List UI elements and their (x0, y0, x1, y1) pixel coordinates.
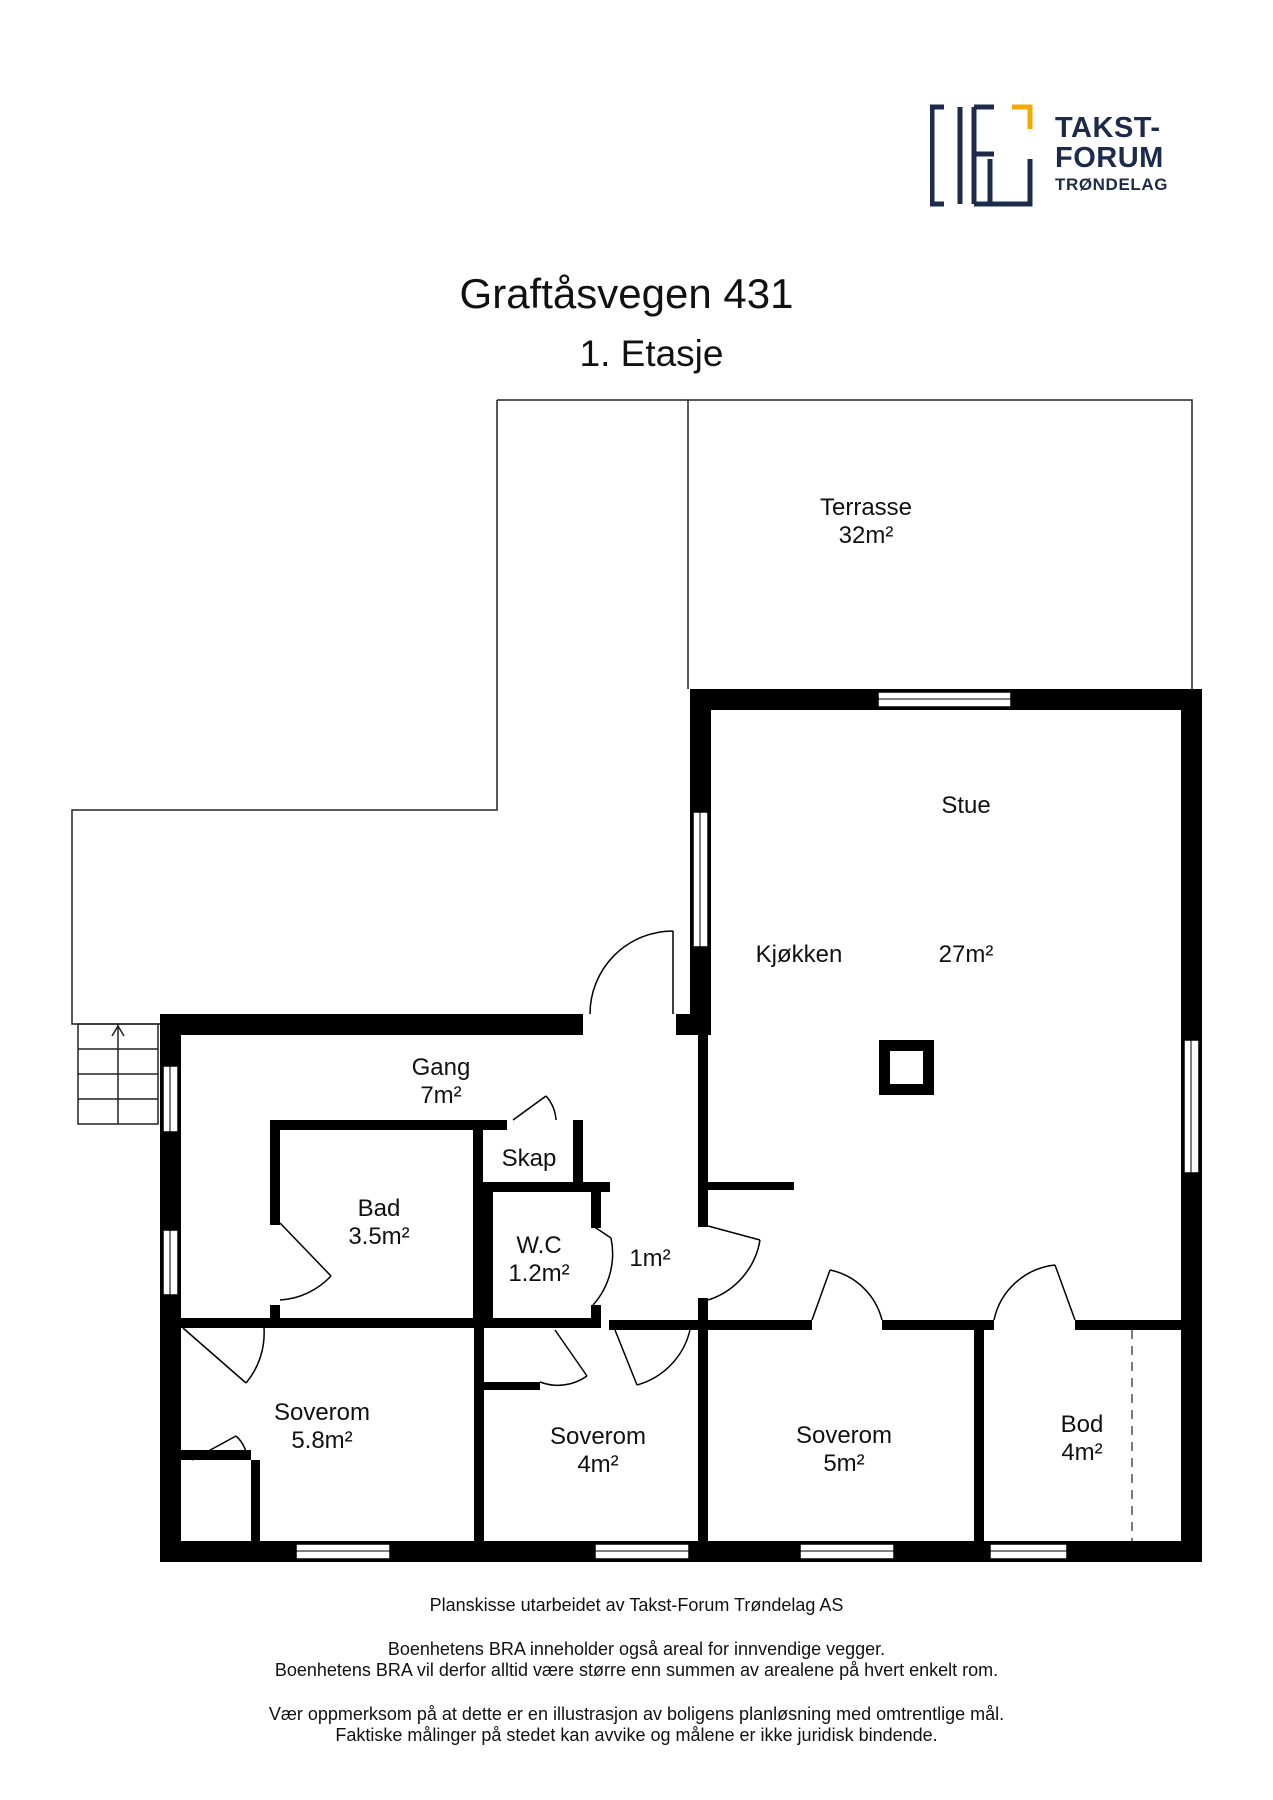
room-name-bod: Bod (1061, 1411, 1104, 1438)
room-name-stue: Stue (941, 792, 990, 819)
room-area-bad: 3.5m² (348, 1223, 409, 1250)
entrance-steps (77, 1023, 159, 1125)
terrace-outline (687, 399, 1193, 689)
room-name-soverom1: Soverom (274, 1399, 370, 1426)
page-title: Graftåsvegen 431 (459, 270, 794, 317)
room-labels: Terrasse 32m² Stue 27m² Kjøkken Gang 7m²… (274, 494, 1103, 1478)
footer-disclaimer-2: Faktiske målinger på stedet kan avvike o… (335, 1725, 938, 1745)
room-name-bad: Bad (358, 1195, 401, 1222)
room-area-bod: 4m² (1061, 1439, 1102, 1466)
room-name-gang: Gang (412, 1054, 471, 1081)
footer-note-2: Boenhetens BRA vil derfor alltid være st… (274, 1660, 999, 1680)
room-name-soverom2: Soverom (550, 1423, 646, 1450)
room-area-soverom1: 5.8m² (291, 1427, 352, 1454)
room-area-gang: 7m² (420, 1082, 461, 1109)
room-area-stue: 27m² (939, 941, 994, 968)
room-area-soverom3: 5m² (823, 1450, 864, 1477)
terrace-outline-west (71, 400, 498, 1025)
logo-text-takst: TAKST- (1055, 112, 1161, 144)
logo-text-trondelag: TRØNDELAG (1055, 175, 1169, 194)
room-name-kjokken: Kjøkken (756, 941, 843, 968)
footer-note-1: Boenhetens BRA inneholder også areal for… (387, 1639, 886, 1659)
room-name-soverom3: Soverom (796, 1422, 892, 1449)
room-name-terrasse: Terrasse (820, 494, 912, 521)
chimney-core (890, 1051, 923, 1084)
room-area-terrasse: 32m² (839, 522, 894, 549)
footer-disclaimer-1: Vær oppmerksom på at dette er en illustr… (268, 1704, 1005, 1724)
footer-credit: Planskisse utarbeidet av Takst-Forum Trø… (429, 1595, 844, 1615)
floor-subtitle: 1. Etasje (579, 333, 724, 374)
takst-forum-logo (930, 104, 1033, 207)
room-name-skap: Skap (502, 1145, 557, 1172)
room-area-wc: 1.2m² (508, 1260, 569, 1287)
room-area-hall: 1m² (629, 1245, 670, 1272)
logo-text-forum: FORUM (1055, 142, 1164, 174)
doors (182, 930, 1076, 1461)
interior-walls (181, 1014, 1181, 1541)
room-area-soverom2: 4m² (577, 1451, 618, 1478)
room-name-wc: W.C (516, 1232, 561, 1259)
